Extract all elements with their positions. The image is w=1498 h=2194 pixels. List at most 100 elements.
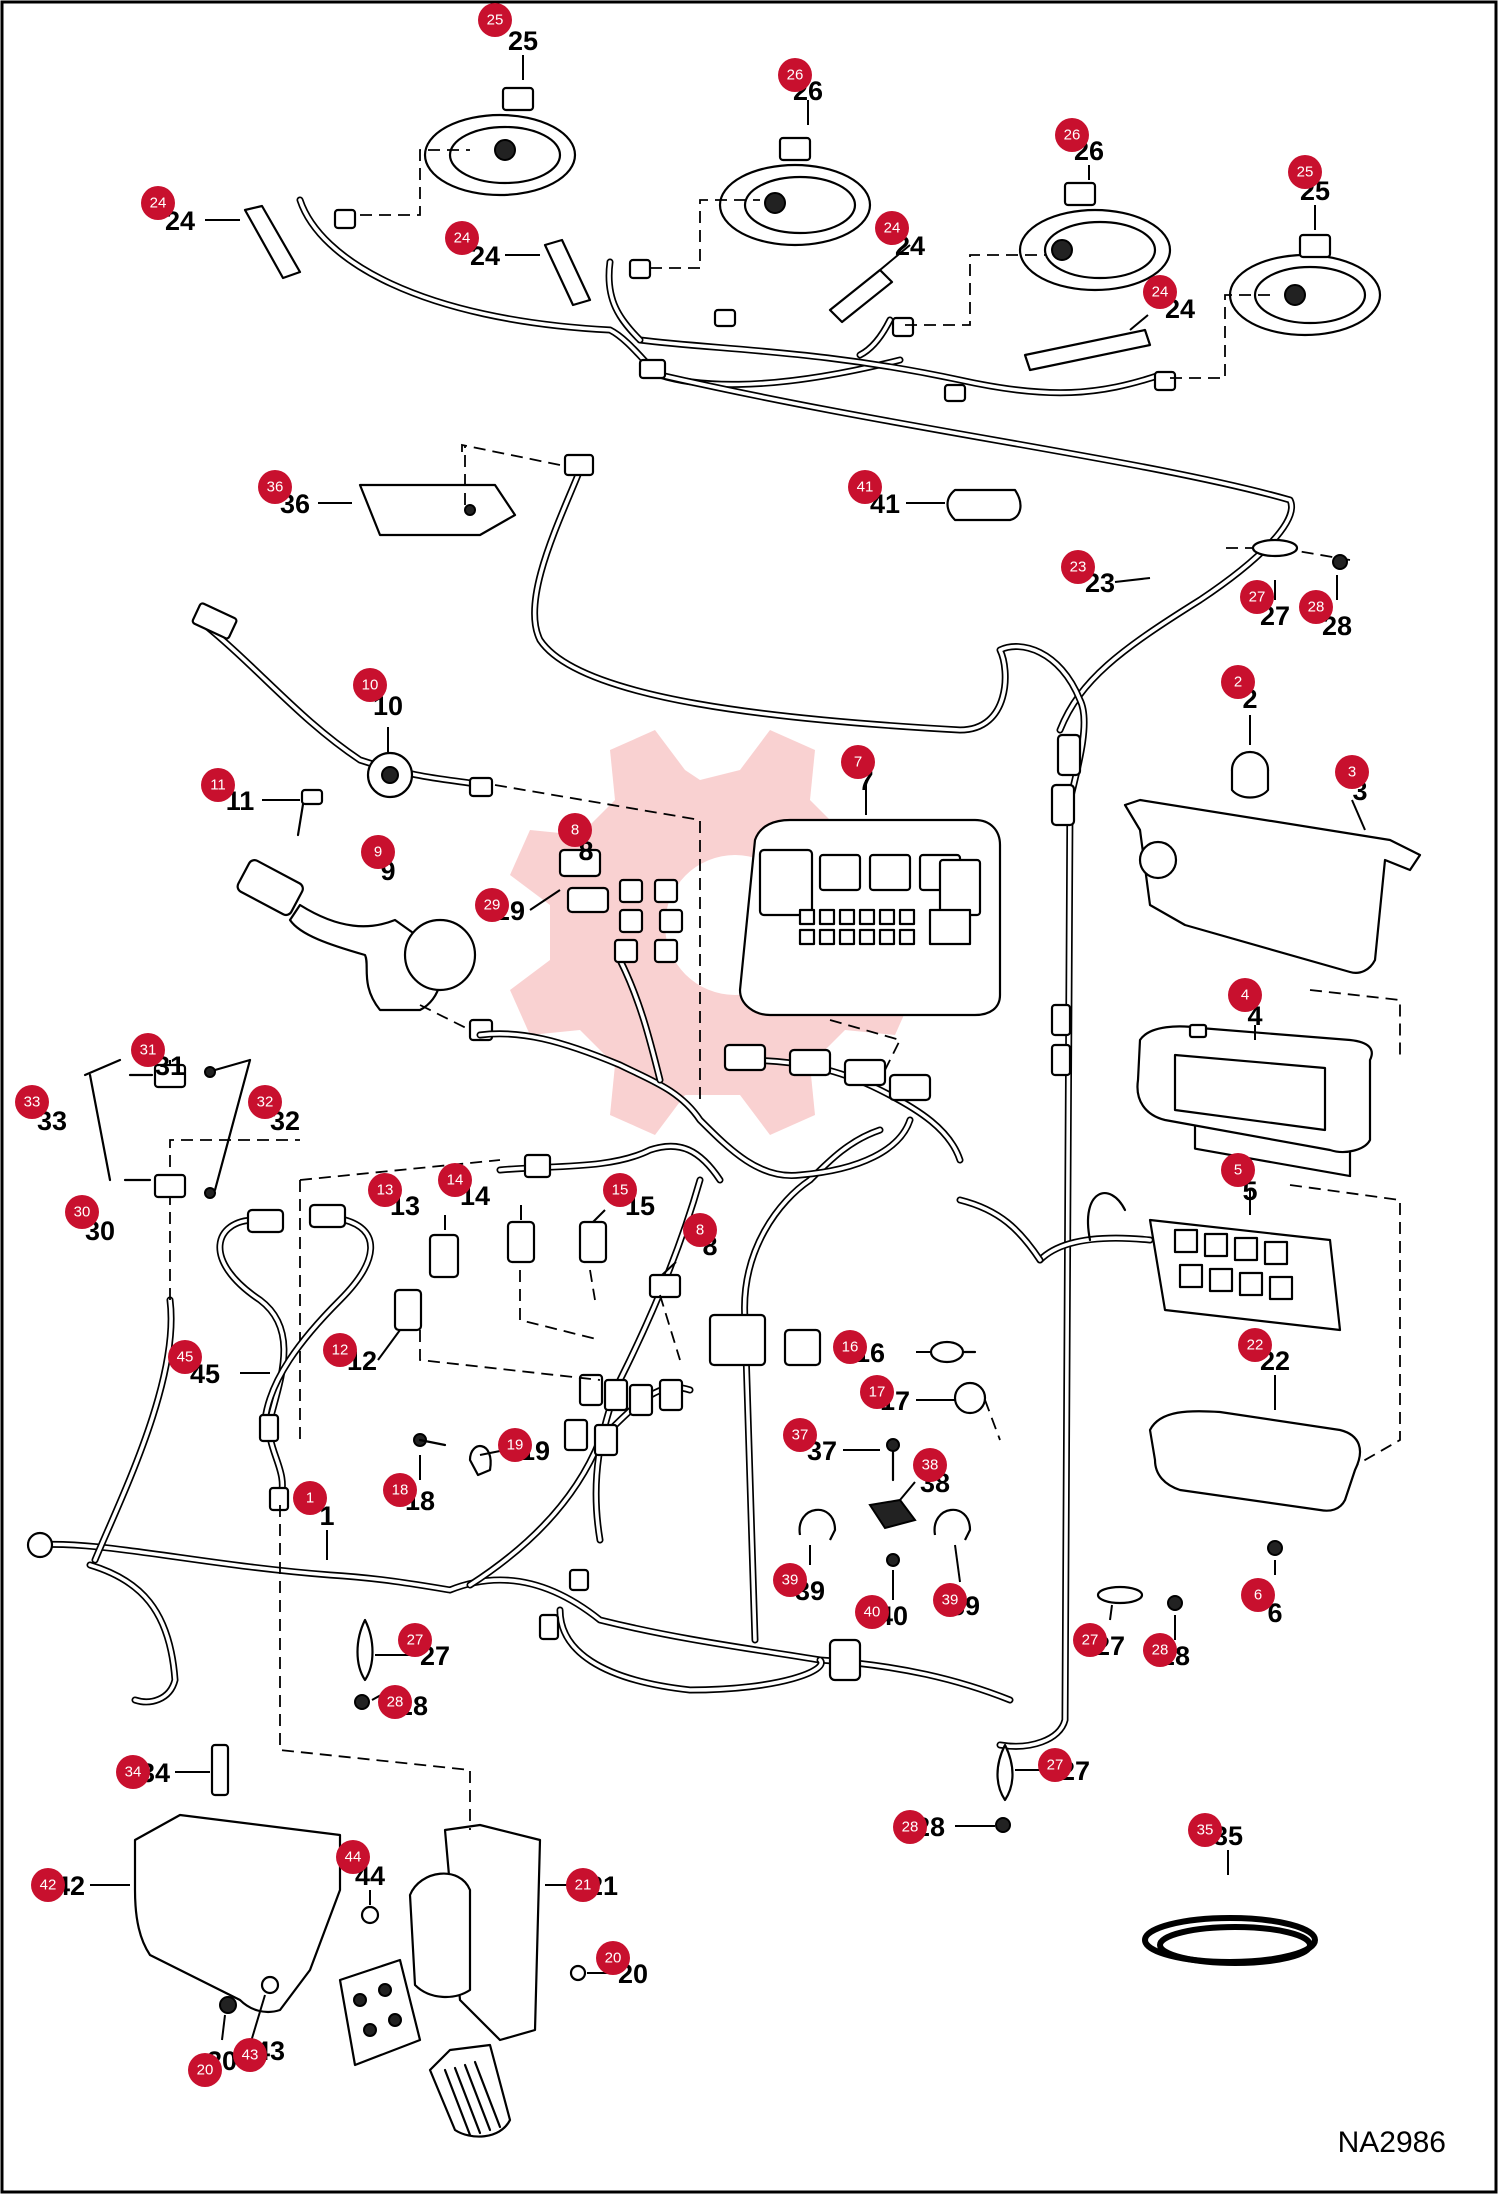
drawing-code: NA2986 xyxy=(1337,2126,1446,2159)
work-light-26-left xyxy=(718,136,872,247)
callout-badge-number: 1 xyxy=(306,1490,314,1507)
clip-38 xyxy=(798,1438,972,1567)
callout-badge: 9 xyxy=(361,835,395,869)
callout-badge: 30 xyxy=(65,1195,99,1229)
screw-6 xyxy=(1267,1540,1283,1556)
callout-badge-number: 28 xyxy=(902,1819,919,1836)
light-harness xyxy=(296,196,1295,734)
work-light-26-right xyxy=(1018,181,1172,292)
callout-badge-number: 23 xyxy=(1070,559,1087,576)
callout-badge-number: 2 xyxy=(1234,674,1242,691)
callout-badge-number: 28 xyxy=(1152,1642,1169,1659)
callout-badge-number: 37 xyxy=(792,1427,809,1444)
callout-badge-number: 22 xyxy=(1247,1337,1264,1354)
callout-badge-number: 14 xyxy=(447,1172,464,1189)
callout-badge: 38 xyxy=(913,1448,947,1482)
callout-badge: 21 xyxy=(566,1868,600,1902)
key-switch-10 xyxy=(191,602,494,799)
callout-badge-number: 39 xyxy=(782,1572,799,1589)
callout-badge: 25 xyxy=(478,3,512,37)
callout-badge-number: 15 xyxy=(612,1182,629,1199)
callout-badge-number: 25 xyxy=(487,12,504,29)
callout-badge: 20 xyxy=(596,1941,630,1975)
callout-badge-number: 21 xyxy=(575,1877,592,1894)
callout-badge-number: 33 xyxy=(24,1094,41,1111)
callout-badge-number: 10 xyxy=(362,677,379,694)
callout-badge: 10 xyxy=(353,668,387,702)
callout-badge: 28 xyxy=(893,1810,927,1844)
callout-badge: 22 xyxy=(1238,1328,1272,1362)
callout-badge: 39 xyxy=(933,1583,967,1617)
harness-45 xyxy=(216,1203,375,1512)
callout-badge: 24 xyxy=(445,221,479,255)
callout-badge-number: 5 xyxy=(1234,1162,1242,1179)
callout-badge: 33 xyxy=(15,1085,49,1119)
callout-badge-number: 35 xyxy=(1197,1822,1214,1839)
callout-badge-number: 16 xyxy=(842,1339,859,1356)
callout-badge-number: 25 xyxy=(1297,164,1314,181)
callout-badge-number: 39 xyxy=(942,1592,959,1609)
callout-badge-number: 24 xyxy=(454,230,471,247)
callout-badge: 11 xyxy=(201,768,235,802)
cable-ties xyxy=(354,1585,1183,1833)
callout-badge: 37 xyxy=(783,1418,817,1452)
callout-badge-number: 8 xyxy=(696,1222,704,1239)
main-harness-1 xyxy=(26,1126,1014,1706)
callout-badge: 18 xyxy=(383,1473,417,1507)
callout-badge: 34 xyxy=(116,1755,150,1789)
callout-badge-number: 26 xyxy=(787,67,804,84)
callout-badge: 8 xyxy=(683,1213,717,1247)
callout-badge: 24 xyxy=(141,186,175,220)
lever-switch-9 xyxy=(236,859,494,1042)
callout-badge-number: 27 xyxy=(1249,589,1266,606)
dash-harness xyxy=(476,878,1044,1544)
nut-20-left xyxy=(219,1996,237,2014)
callout-badge-number: 13 xyxy=(377,1182,394,1199)
callout-badge: 40 xyxy=(855,1595,889,1629)
callout-badge-number: 24 xyxy=(1152,284,1169,301)
callout-badge: 27 xyxy=(1240,580,1274,614)
callout-badge: 35 xyxy=(1188,1813,1222,1847)
spacer-34 xyxy=(210,1743,230,1797)
cab-harness-23 xyxy=(531,453,1088,1750)
callout-badge-number: 45 xyxy=(177,1349,194,1366)
callout-badge-number: 3 xyxy=(1348,764,1356,781)
callout-badge: 7 xyxy=(841,745,875,779)
callout-badge-number: 7 xyxy=(854,754,862,771)
callout-badge: 4 xyxy=(1228,978,1262,1012)
callout-badge-number: 28 xyxy=(387,1694,404,1711)
callout-badge-number: 17 xyxy=(869,1384,886,1401)
callout-badge: 24 xyxy=(1143,275,1177,309)
callout-badge: 26 xyxy=(778,58,812,92)
callout-badge: 14 xyxy=(438,1163,472,1197)
callout-badge: 42 xyxy=(31,1868,65,1902)
washer-43 xyxy=(260,1975,280,1995)
callout-badge-number: 9 xyxy=(374,844,382,861)
callout-badge-number: 11 xyxy=(210,777,226,794)
callout-badge: 6 xyxy=(1241,1578,1275,1612)
callout-badge: 41 xyxy=(848,470,882,504)
callout-badge: 8 xyxy=(558,813,592,847)
callout-badge: 32 xyxy=(248,1085,282,1119)
connector-16 xyxy=(929,1340,977,1364)
callout-badge-number: 12 xyxy=(332,1342,349,1359)
cover-42 xyxy=(133,1813,380,2014)
callout-badge: 31 xyxy=(131,1033,165,1067)
callout-badge-number: 36 xyxy=(267,479,284,496)
sleeve-41 xyxy=(946,488,1022,522)
sensor-31 xyxy=(123,1063,216,1199)
callout-badge-number: 4 xyxy=(1241,987,1249,1004)
callout-badge: 17 xyxy=(860,1375,894,1409)
callout-badge: 36 xyxy=(258,470,292,504)
callout-badge: 25 xyxy=(1288,155,1322,189)
bezel-4 xyxy=(1136,1023,1373,1154)
callout-badge: 19 xyxy=(498,1428,532,1462)
callout-badge-number: 20 xyxy=(197,2062,214,2079)
foam-strip-24 xyxy=(243,204,1152,372)
work-light-25-right xyxy=(1228,233,1382,337)
callout-badge-number: 27 xyxy=(1047,1757,1064,1774)
